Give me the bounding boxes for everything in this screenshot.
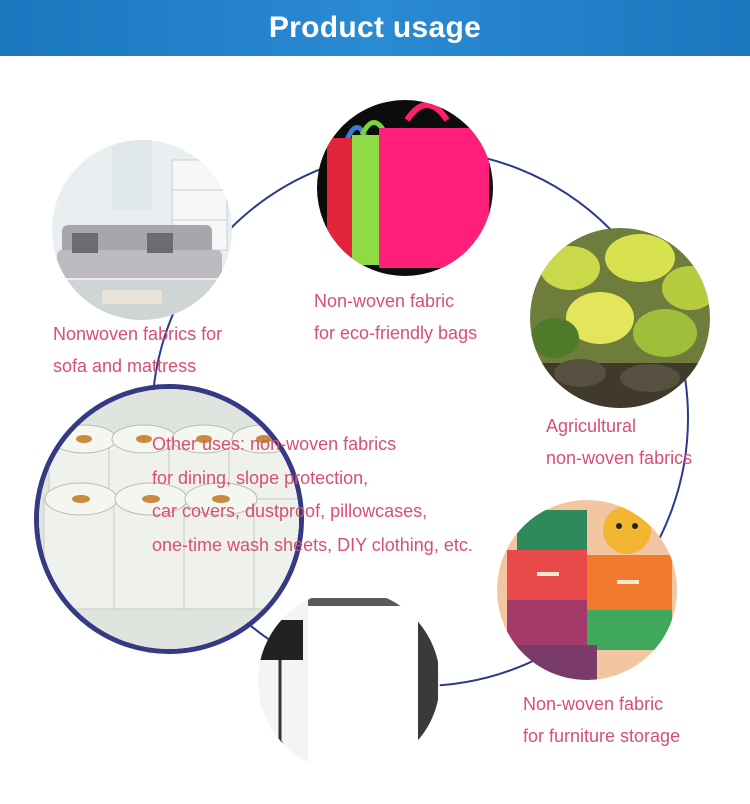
header-banner: Product usage xyxy=(0,0,750,56)
caption-line: for eco-friendly bags xyxy=(314,323,478,343)
caption-other-uses: Other uses: non-woven fabrics for dining… xyxy=(152,428,473,562)
caption-line: Other uses: non-woven fabrics xyxy=(152,434,397,454)
bags-photo xyxy=(317,100,493,276)
sofa-photo xyxy=(52,140,232,320)
caption-line: Non-woven fabric xyxy=(314,291,455,311)
storage-photo xyxy=(497,500,677,680)
agricultural-photo xyxy=(530,228,710,408)
caption-line: Agricultural xyxy=(546,416,637,436)
caption-line: Non-woven fabric xyxy=(523,694,664,714)
caption-agricultural: Agricultural non-woven fabrics xyxy=(546,410,692,474)
caption-line: non-woven fabrics xyxy=(546,448,693,468)
rolls-photo xyxy=(34,384,304,654)
caption-sofa: Nonwoven fabrics for sofa and mattress xyxy=(53,318,222,382)
caption-line: for furniture storage xyxy=(523,726,681,746)
studio-photo xyxy=(258,590,440,772)
caption-storage: Non-woven fabric for furniture storage xyxy=(523,688,680,752)
caption-line: car covers, dustproof, pillowcases, xyxy=(152,501,428,521)
caption-bags: Non-woven fabric for eco-friendly bags xyxy=(314,285,477,349)
caption-line: Nonwoven fabrics for xyxy=(53,324,223,344)
caption-line: for dining, slope protection, xyxy=(152,467,369,488)
page-title: Product usage xyxy=(268,11,482,44)
caption-line: sofa and mattress xyxy=(53,356,197,376)
caption-line: one-time wash sheets, DIY clothing, etc. xyxy=(152,534,473,555)
